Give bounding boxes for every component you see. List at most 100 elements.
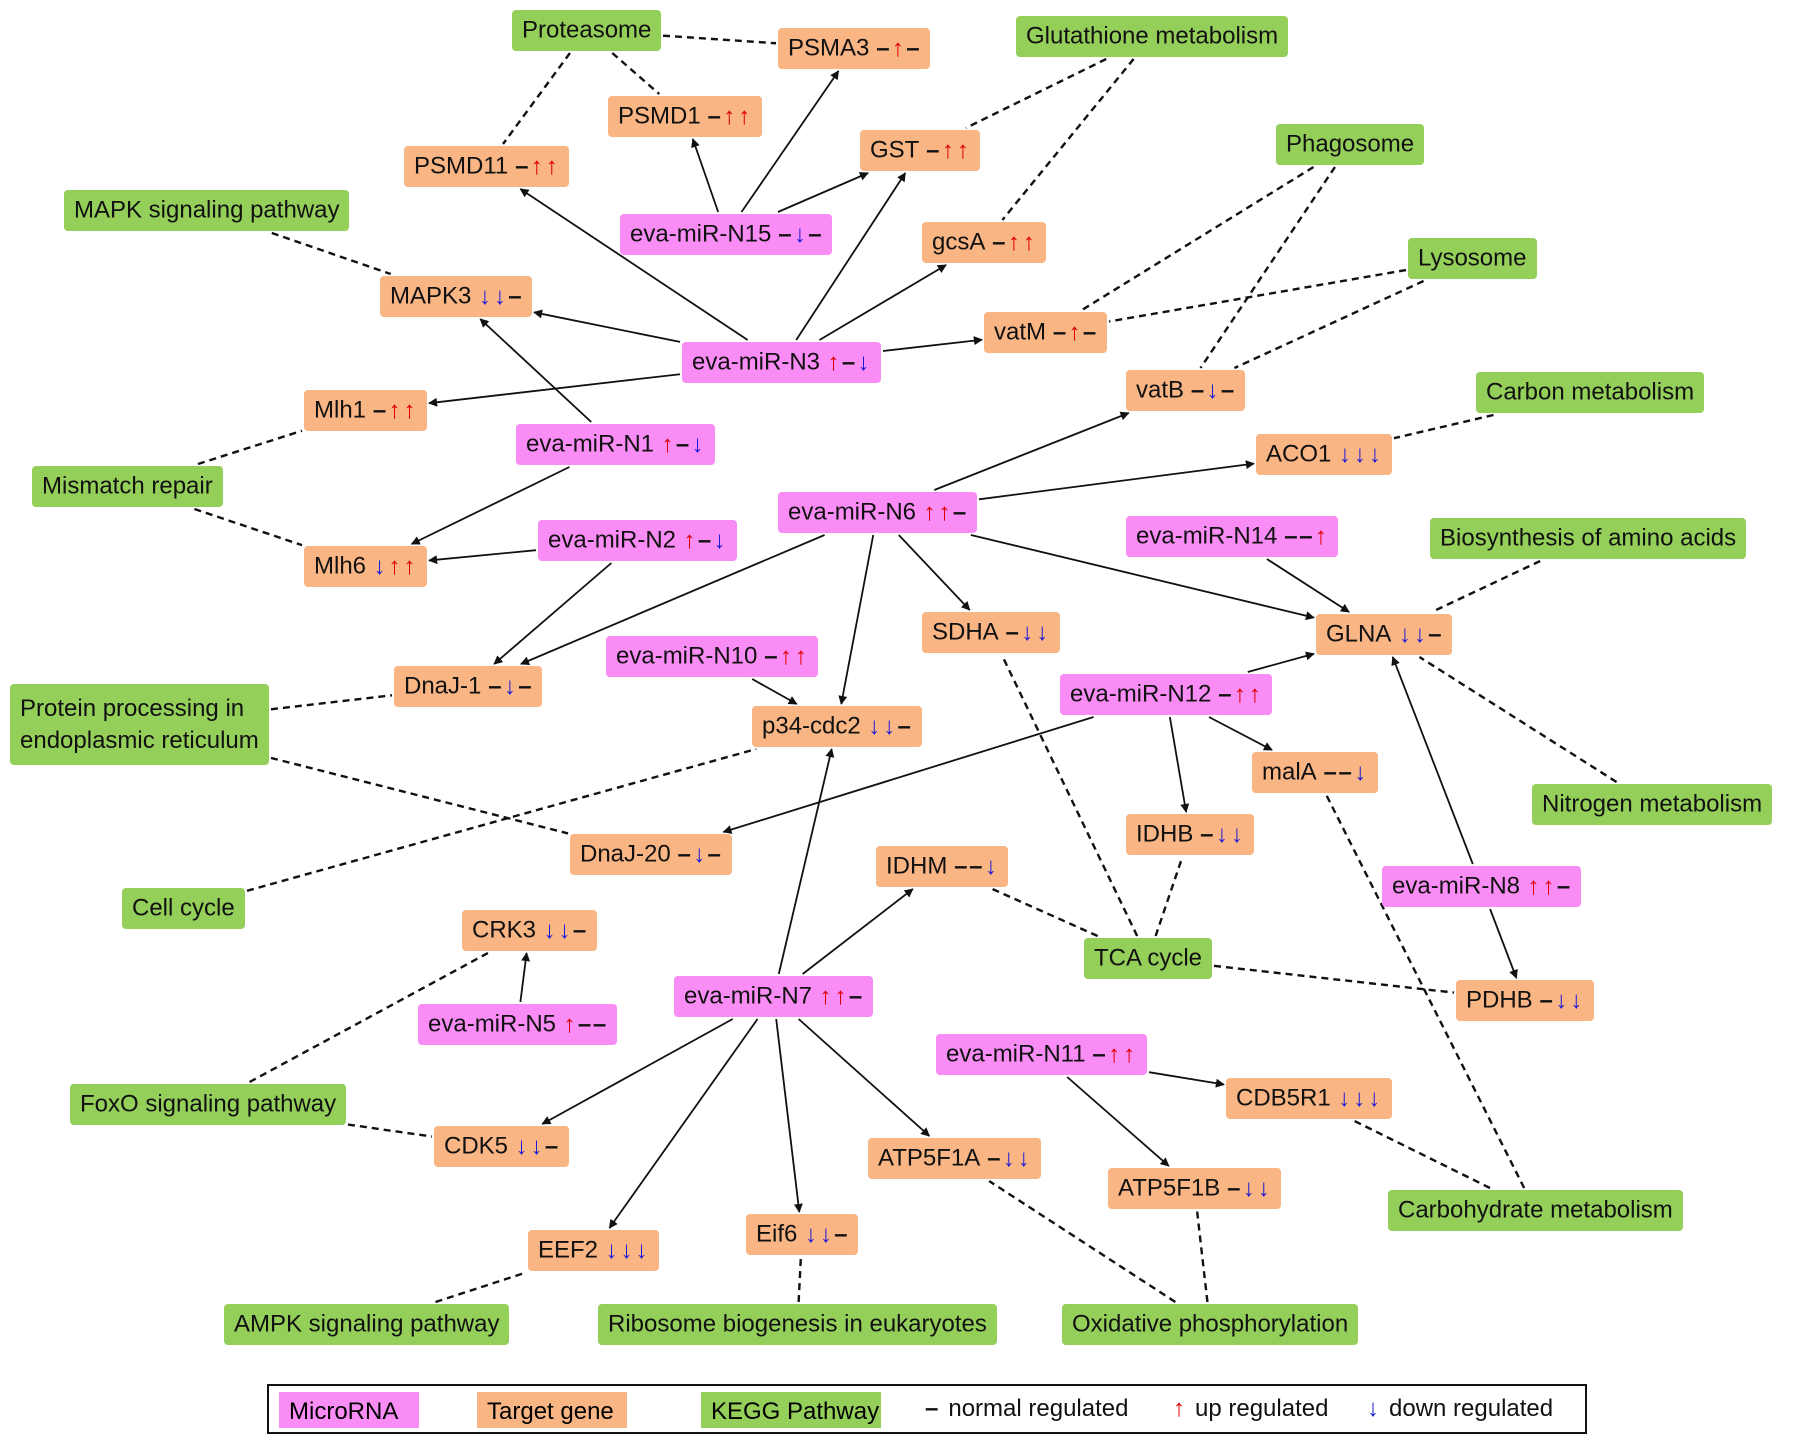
down-arrow-icon: ↓ [819,1220,832,1248]
mirna-node-n15: eva-miR-N15–↓– [620,214,833,255]
regulation-arrow [410,466,570,545]
node-label: Mlh6 [314,552,367,580]
mirna-node-n1: eva-miR-N1↑–↓ [516,424,716,465]
pathway-edge [1418,655,1618,784]
pathway-edge [435,1271,527,1304]
up-arrow-icon: ↑ [941,136,954,164]
up-arrow-icon: ↑ [794,642,807,670]
up-arrow-icon: ↑ [819,982,832,1010]
up-arrow-icon: ↑ [388,396,401,424]
regulation-arrow [1489,908,1518,979]
up-arrow-icon: ↑ [1314,522,1327,550]
node-label: GST [870,136,920,164]
node-label: IDHB [1136,820,1194,848]
regulation-arrow [519,952,531,1003]
target-node-glna: GLNA↓↓– [1316,614,1453,655]
mirna-node-n8: eva-miR-N8↑↑– [1382,866,1582,907]
normal-regulated-icon: – [987,1144,1001,1172]
mirna-node-n7: eva-miR-N7↑↑– [674,976,874,1017]
pathway-edge [502,52,571,145]
up-arrow-icon: ↑ [891,34,904,62]
down-arrow-icon: ↓ [503,672,516,700]
kegg-node-foxo: FoxO signaling pathway [70,1084,347,1125]
node-label: vatB [1136,376,1185,404]
down-arrow-icon: ↓ [1017,1144,1030,1172]
node-label: DnaJ-20 [580,840,671,868]
target-node-mapk3: MAPK3↓↓– [380,276,533,317]
up-arrow-icon: ↑ [530,152,543,180]
normal-regulated-icon: – [1338,758,1352,786]
kegg-node-protein_proc: Protein processing in endoplasmic reticul… [10,684,269,765]
regulation-arrow [533,309,681,343]
normal-regulated-icon: – [992,228,1006,256]
normal-regulated-icon: – [488,672,502,700]
down-arrow-icon: ↓ [691,430,704,458]
up-arrow-icon: ↑ [1527,872,1540,900]
node-label: FoxO signaling pathway [80,1090,337,1118]
target-node-aco1: ACO1↓↓↓ [1256,434,1393,475]
normal-regulated-icon: – [1284,522,1298,550]
mirna-node-n10: eva-miR-N10–↑↑ [606,636,819,677]
regulation-arrow [520,534,825,665]
kegg-node-mapk_path: MAPK signaling pathway [64,190,350,231]
normal-regulated-icon: – [1200,820,1214,848]
normal-regulated-icon: – [675,430,690,458]
normal-regulated-icon: – [572,916,587,944]
down-arrow-icon: ↓ [543,916,556,944]
kegg-node-ribosome: Ribosome biogenesis in eukaryotes [598,1304,997,1345]
regulation-arrow [541,1018,734,1125]
up-arrow-icon: ↑ [923,498,936,526]
node-label: eva-miR-N15 [630,220,772,248]
legend-mirna-swatch: MicroRNA [279,1392,419,1428]
target-node-vatm: vatM–↑– [984,312,1108,353]
pathway-edge [965,57,1107,130]
regulation-arrow [795,172,907,341]
down-arrow-icon: ↓ [883,712,896,740]
node-label: eva-miR-N3 [692,348,821,376]
node-label: EEF2 [538,1236,599,1264]
normal-regulated-icon: – [969,852,983,880]
up-arrow-icon: ↑ [956,136,969,164]
pathway-edge [611,52,661,95]
kegg-node-lysosome: Lysosome [1408,238,1537,279]
down-arrow-icon: ↓ [1206,376,1219,404]
pathway-edge [1108,268,1407,323]
node-label: Protein processing in [20,695,245,723]
node-label: eva-miR-N12 [1070,680,1212,708]
up-arrow-icon: ↑ [938,498,951,526]
legend: MicroRNA Target gene KEGG Pathway –norma… [267,1384,1587,1434]
up-arrow-icon: ↑ [779,642,792,670]
normal-regulated-icon: – [508,282,522,310]
node-label: Glutathione metabolism [1026,22,1279,50]
down-arrow-icon: ↓ [620,1236,633,1264]
regulation-arrow [608,1018,759,1229]
regulation-arrow [802,888,914,975]
legend-down-label: down regulated [1389,1395,1554,1422]
node-label: Cell cycle [132,894,235,922]
down-arrow-icon: ↓ [1242,1174,1255,1202]
node-label: AMPK signaling pathway [234,1310,500,1338]
regulation-arrow [722,716,1094,834]
pathway-edge [270,756,569,835]
node-label: MAPK3 [390,282,472,310]
node-label: SDHA [932,618,999,646]
node-label-line2: endoplasmic reticulum [20,727,259,755]
target-node-sdha: SDHA–↓↓ [922,612,1060,653]
regulation-arrow [1066,1076,1170,1167]
normal-regulated-icon: – [577,1010,592,1038]
pathway-edge [1431,559,1541,614]
up-arrow-icon: ↑ [403,396,416,424]
target-node-gst: GST–↑↑ [860,130,981,171]
normal-regulated-icon: – [834,1220,848,1248]
down-arrow-icon: ↓ [1215,820,1228,848]
normal-regulated-icon: – [677,840,691,868]
down-arrow-icon: ↓ [1398,620,1411,648]
normal-regulated-icon: – [1092,1040,1106,1068]
pathway-edge [797,1256,803,1303]
normal-regulated-icon: – [952,498,967,526]
down-arrow-icon: ↓ [693,840,706,868]
regulation-arrow [798,1018,931,1137]
target-node-eif6: Eif6↓↓– [746,1214,859,1255]
kegg-node-phagosome: Phagosome [1276,124,1425,165]
node-label: vatM [994,318,1047,346]
